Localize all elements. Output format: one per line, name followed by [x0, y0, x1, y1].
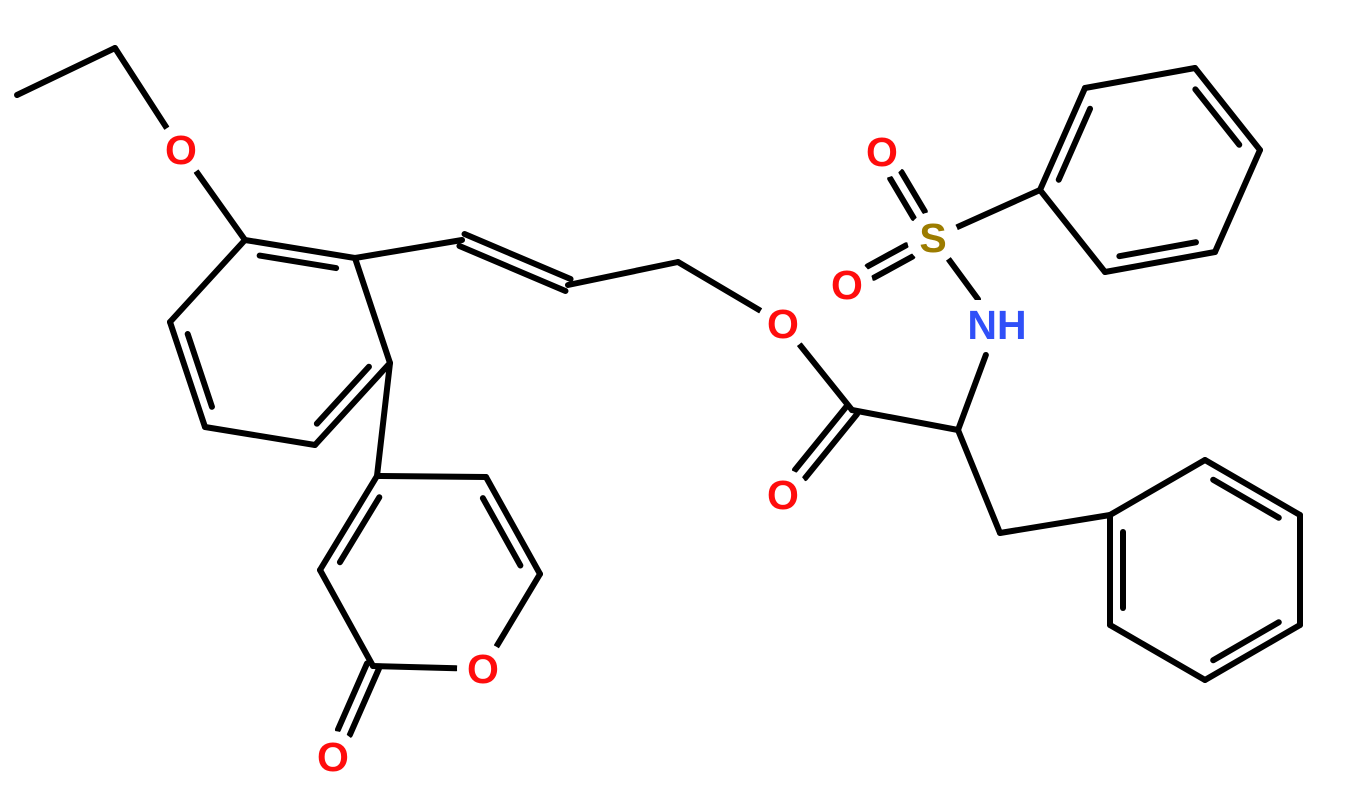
bond-single	[1037, 187, 1108, 275]
bond-double-line	[1202, 457, 1303, 518]
bond-single	[352, 255, 393, 366]
bond-single	[849, 407, 961, 433]
atom-label-O: O	[317, 734, 349, 780]
bond-double-line	[346, 665, 382, 738]
bond-double-line	[802, 411, 861, 482]
bond-single	[1082, 65, 1198, 91]
bond-single	[493, 571, 543, 649]
bond-double-line	[1102, 249, 1218, 275]
bond-double-line	[483, 474, 543, 577]
bond-double-line	[317, 473, 380, 573]
bond-single	[1107, 457, 1208, 518]
bond-single	[954, 187, 1043, 230]
bond-single	[202, 424, 318, 448]
bond-single	[1107, 622, 1208, 683]
bond-single	[317, 567, 376, 669]
bond-double-line	[456, 242, 569, 294]
bond-single	[955, 351, 989, 433]
bond-double-line	[313, 363, 372, 427]
bond-double-line	[887, 175, 917, 222]
bond-double-line	[242, 237, 358, 261]
atom-halo	[959, 300, 1035, 350]
bond-single	[112, 45, 170, 131]
atom-label-NH: NH	[967, 302, 1026, 348]
atom-halo	[307, 731, 359, 783]
atom-label-S: S	[919, 215, 946, 261]
bond-double-line	[479, 495, 524, 569]
bond-single	[167, 237, 248, 325]
bond-single	[945, 256, 982, 303]
bond-double-line	[1116, 239, 1199, 260]
bond-single	[352, 237, 465, 261]
bond-single	[955, 427, 1003, 536]
atom-halo	[757, 469, 809, 521]
bond-double-line	[256, 252, 340, 272]
bond-double-line	[870, 253, 916, 281]
bond-single	[374, 360, 393, 479]
atom-label-O: O	[467, 646, 499, 692]
bond-double-line	[791, 402, 850, 473]
bond-single	[796, 342, 855, 413]
atom-label-O: O	[831, 262, 863, 308]
bond-double-line	[461, 231, 574, 283]
atom-halo	[457, 643, 509, 695]
bond-double-line	[184, 331, 215, 410]
atom-halo	[856, 126, 908, 178]
atom-label-O: O	[165, 127, 197, 173]
atom-label-O: O	[866, 129, 898, 175]
atom-halo	[155, 124, 207, 176]
bond-double-line	[864, 242, 910, 270]
bond-single	[374, 473, 489, 480]
bond-double-line	[1055, 105, 1094, 183]
bond-double-line	[1210, 476, 1282, 521]
bond-double-line	[336, 494, 383, 566]
atom-label-O: O	[767, 301, 799, 347]
bond-single	[1212, 147, 1263, 255]
bond-double-line	[334, 660, 371, 733]
bond-double-line	[1192, 65, 1263, 153]
bond-double-line	[1037, 85, 1088, 193]
atom-halo	[757, 298, 809, 350]
bond-double-line	[1210, 619, 1282, 664]
bond-single	[370, 663, 460, 672]
bond-double-line	[1202, 622, 1303, 683]
bond-single	[565, 259, 681, 288]
bond-single	[675, 259, 763, 314]
atom-halo	[907, 212, 959, 264]
bond-double-line	[1192, 86, 1243, 148]
bond-double-line	[167, 319, 208, 430]
bond-single	[14, 45, 118, 98]
atom-halo	[821, 259, 873, 311]
bond-single	[193, 169, 248, 243]
atom-label-O: O	[767, 472, 799, 518]
bond-single	[997, 512, 1113, 536]
bond-double-line	[312, 360, 393, 448]
bond-double-line	[898, 168, 928, 215]
